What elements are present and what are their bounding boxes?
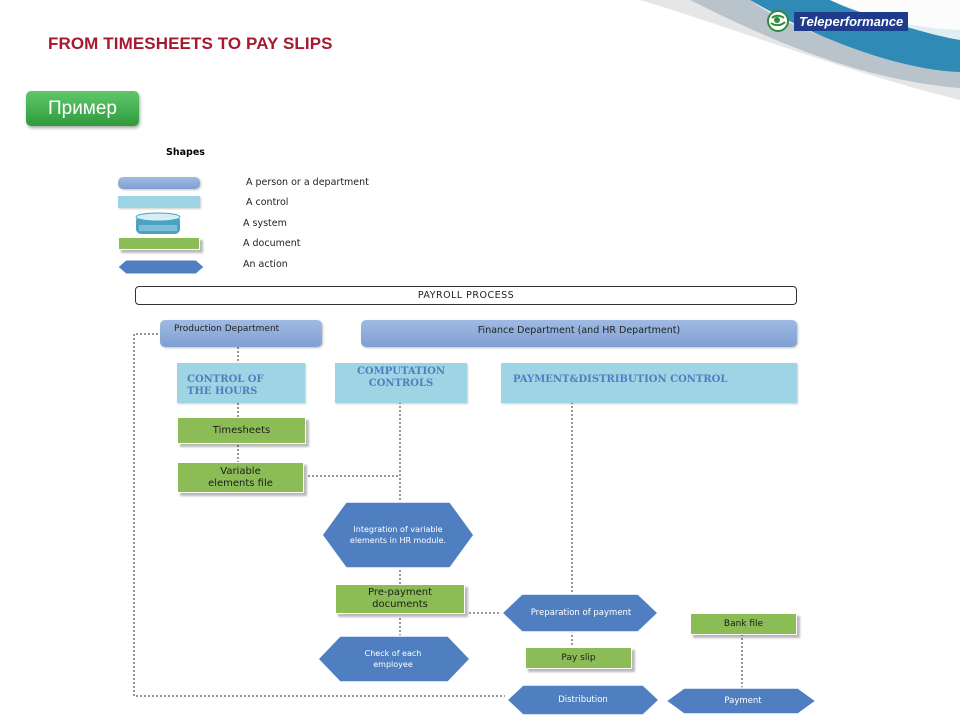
bankfile-document: Bank file (690, 613, 797, 635)
control-of-hours: CONTROL OF THE HOURS (177, 363, 305, 403)
payment-action-shape (664, 687, 818, 715)
page-title: FROM TIMESHEETS TO PAY SLIPS (48, 34, 333, 53)
teleperformance-logo: Teleperformance (766, 8, 909, 34)
legend-person-shape (118, 177, 200, 189)
legend-system-label: A system (243, 218, 287, 229)
legend-person-label: A person or a department (246, 177, 369, 188)
preparation-action: Preparation of payment (530, 607, 632, 618)
legend-document-label: A document (243, 238, 301, 249)
globe-icon (767, 10, 789, 32)
control-of-hours-label: CONTROL OF THE HOURS (187, 374, 264, 397)
integration-action-shape (321, 501, 475, 569)
prepayment-document: Pre-payment documents (335, 584, 465, 614)
production-department: Production Department (160, 320, 322, 347)
payment-distribution-control: PAYMENT&DISTRIBUTION CONTROL (501, 363, 797, 403)
logo-wordmark: Teleperformance (794, 11, 909, 31)
legend-action-shape (117, 259, 205, 275)
computation-controls-label: COMPUTATION CONTROLS (356, 366, 446, 389)
finance-department: Finance Department (and HR Department) (361, 320, 797, 347)
legend-system-shape (135, 212, 181, 234)
payment-action: Payment (724, 695, 762, 706)
example-badge: Пример (26, 91, 139, 126)
timesheets-document: Timesheets (177, 417, 306, 444)
legend-action-label: An action (243, 259, 288, 270)
payroll-process-header: PAYROLL PROCESS (135, 286, 797, 305)
finance-department-label: Finance Department (and HR Department) (477, 325, 681, 336)
check-action: Check of each employee (364, 649, 422, 669)
payslip-document: Pay slip (525, 647, 632, 669)
legend-control-label: A control (246, 197, 289, 208)
variable-elements-document: Variable elements file (177, 462, 304, 493)
legend-document-shape (118, 237, 200, 250)
integration-action: Integration of variable elements in HR m… (349, 525, 447, 545)
payment-distribution-control-label: PAYMENT&DISTRIBUTION CONTROL (513, 374, 728, 385)
check-action-shape (316, 635, 472, 683)
preparation-action-shape (500, 593, 660, 633)
legend-title: Shapes (166, 147, 205, 158)
legend-control-shape (118, 196, 200, 208)
distribution-action: Distribution (558, 694, 608, 705)
computation-controls: COMPUTATION CONTROLS (335, 363, 467, 403)
production-department-label: Production Department (174, 324, 280, 334)
distribution-action-shape (505, 684, 661, 716)
